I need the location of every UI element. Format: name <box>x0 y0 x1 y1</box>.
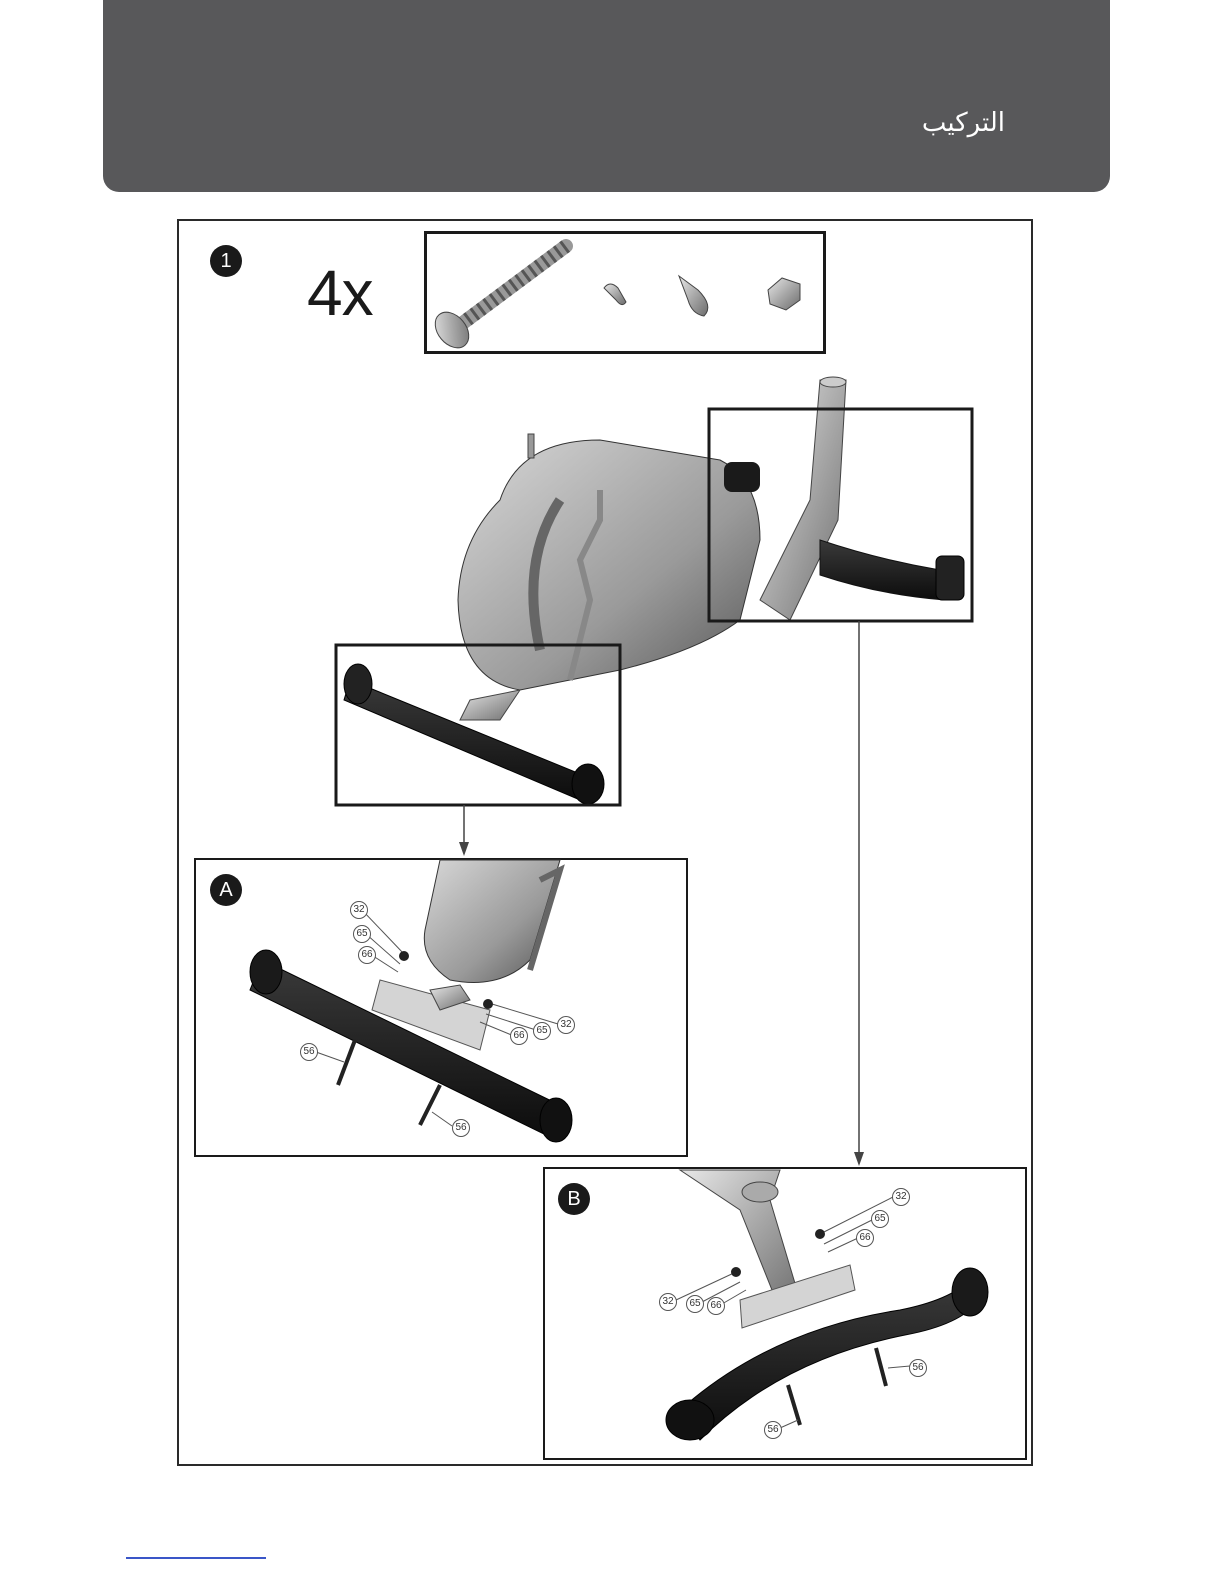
callout-32: 32 <box>659 1293 677 1311</box>
callout-66: 66 <box>707 1297 725 1315</box>
callout-32: 32 <box>892 1188 910 1206</box>
footer-link-underline <box>126 1557 266 1559</box>
callout-56: 56 <box>764 1421 782 1439</box>
callout-65: 65 <box>686 1295 704 1313</box>
detail-b-badge: B <box>558 1183 590 1215</box>
callout-66: 66 <box>856 1229 874 1247</box>
callout-65: 65 <box>871 1210 889 1228</box>
callout-56: 56 <box>909 1359 927 1377</box>
